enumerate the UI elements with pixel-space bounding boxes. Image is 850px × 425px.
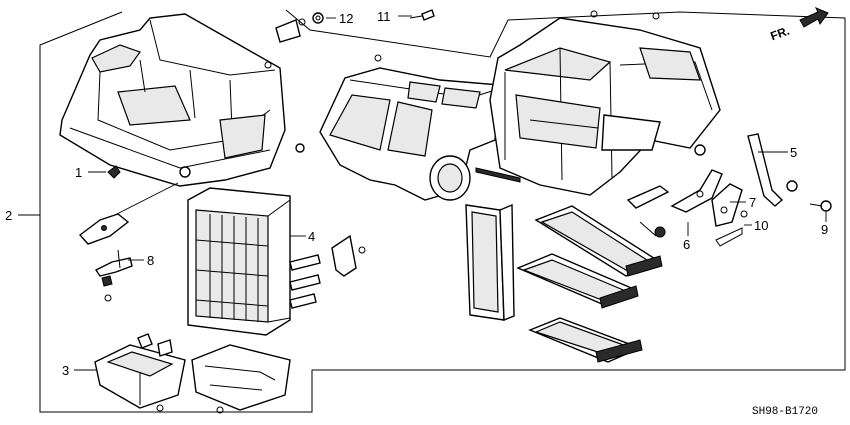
screw-11 bbox=[409, 9, 435, 21]
label-3: 3 bbox=[62, 363, 69, 378]
label-8: 8 bbox=[147, 253, 154, 268]
small-bracket bbox=[331, 234, 366, 277]
label-11: 11 bbox=[377, 9, 391, 24]
label-7: 7 bbox=[749, 195, 756, 210]
label-2: 2 bbox=[5, 208, 12, 223]
front-direction-arrow: FR. bbox=[768, 7, 829, 44]
rod-10 bbox=[715, 227, 743, 247]
motor-holder bbox=[94, 344, 186, 409]
heater-case-upper bbox=[489, 17, 721, 196]
link-arm-7 bbox=[711, 183, 743, 227]
diagram-reference-code: SH98-B1720 bbox=[752, 406, 818, 418]
label-4: 4 bbox=[308, 229, 315, 244]
label-6: 6 bbox=[683, 237, 690, 252]
link-plate bbox=[78, 182, 179, 245]
evaporator-core bbox=[465, 203, 515, 322]
lever-part bbox=[626, 185, 670, 238]
heater-core bbox=[187, 187, 321, 336]
small-screws bbox=[264, 10, 660, 69]
assembly-boundary-line bbox=[39, 9, 846, 413]
nut-12 bbox=[275, 12, 324, 43]
label-1: 1 bbox=[75, 165, 82, 180]
label-12: 12 bbox=[339, 11, 353, 26]
air-mix-duct bbox=[319, 67, 501, 201]
label-10: 10 bbox=[754, 218, 768, 233]
label-9: 9 bbox=[821, 222, 828, 237]
seal-strip bbox=[475, 167, 521, 183]
label-5: 5 bbox=[790, 145, 797, 160]
lower-duct-piece bbox=[191, 344, 291, 414]
link-arm-6 bbox=[670, 169, 723, 213]
filter-panels bbox=[516, 205, 663, 363]
clip-part-1 bbox=[107, 165, 121, 179]
grommet-9 bbox=[740, 180, 832, 218]
link-bracket-8 bbox=[94, 249, 133, 302]
small-fittings bbox=[137, 333, 173, 412]
heater-case-lower bbox=[59, 13, 305, 187]
front-direction-label: FR. bbox=[768, 24, 791, 44]
link-arm-5 bbox=[747, 133, 784, 207]
